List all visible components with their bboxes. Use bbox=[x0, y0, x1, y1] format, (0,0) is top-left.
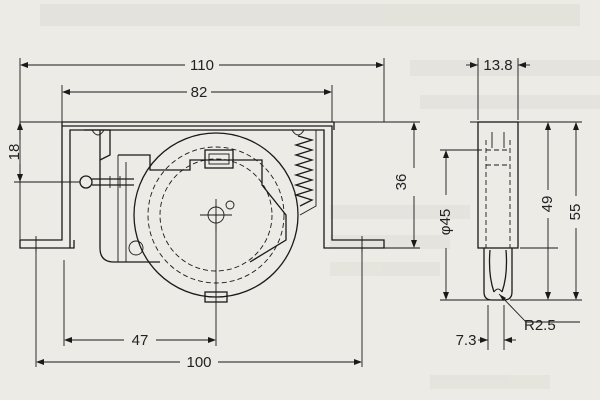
dim-82-label: 82 bbox=[191, 84, 208, 101]
dim-flange-height: 18 bbox=[6, 122, 23, 182]
dim-100-label: 100 bbox=[186, 354, 211, 371]
dim-R2.5-label: R2.5 bbox=[524, 317, 556, 334]
dim-groove-radius: R2.5 bbox=[498, 293, 580, 334]
dim-wheel-offset: 47 bbox=[64, 332, 216, 349]
dim-side-width: 13.8 bbox=[466, 57, 530, 74]
dim-axle-height: 49 bbox=[539, 122, 556, 300]
dim-body-height: 36 bbox=[393, 122, 417, 248]
dim-36-label: 36 bbox=[393, 174, 410, 191]
dim-55-label: 55 bbox=[567, 204, 584, 221]
background-bleed bbox=[40, 4, 600, 389]
dim-hole-pitch: 100 bbox=[36, 354, 362, 371]
dim-bracket-width: 82 bbox=[62, 84, 332, 101]
bracket-body bbox=[19, 121, 385, 303]
wheel bbox=[128, 132, 299, 303]
dim-18-label: 18 bbox=[6, 144, 23, 161]
dim-wheel-diameter: φ45 bbox=[437, 150, 454, 300]
dim-phi45-label: φ45 bbox=[437, 209, 454, 235]
adjusting-screw bbox=[79, 175, 134, 189]
front-view: 110 82 18 36 bbox=[6, 57, 420, 371]
spring bbox=[293, 130, 317, 216]
side-view: 13.8 φ45 49 55 bbox=[437, 57, 584, 350]
dim-47-label: 47 bbox=[132, 332, 149, 349]
side-body bbox=[477, 121, 519, 301]
dim-overall-height: 55 bbox=[567, 122, 584, 300]
dim-49-label: 49 bbox=[539, 196, 556, 213]
dim-wheel-width: 7.3 bbox=[456, 332, 516, 349]
dim-7.3-label: 7.3 bbox=[456, 332, 477, 349]
dim-overall-width: 110 bbox=[20, 57, 384, 74]
dim-110-label: 110 bbox=[190, 57, 214, 74]
dim-13.8-label: 13.8 bbox=[483, 57, 512, 74]
